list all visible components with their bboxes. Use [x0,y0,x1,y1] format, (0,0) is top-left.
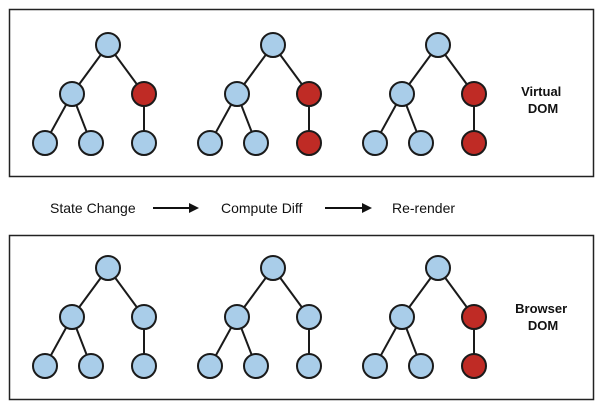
tree-node-left-right-leaf [408,353,434,379]
tree-node-root [95,255,121,281]
tree-node-root [425,32,451,58]
step-re-render: Re-render [392,200,455,216]
tree-node-left-right-leaf [243,353,269,379]
virtual-dom-label: Virtual DOM [521,84,565,116]
virtual-dom-tree-1 [32,32,157,156]
tree-node-left-left-leaf [32,130,58,156]
tree-node-right-child-changed [296,81,322,107]
tree-node-right-leaf [296,353,322,379]
tree-node-left-child [224,81,250,107]
virtual-dom-tree-3 [362,32,487,156]
virtual-dom-label-line-2: DOM [528,101,558,116]
tree-node-right-leaf-changed [461,130,487,156]
tree-node-left-child [389,304,415,330]
tree-node-right-leaf [131,353,157,379]
step-state-change: State Change [50,200,136,216]
browser-dom-tree-3 [362,255,487,379]
virtual-dom-trees [32,32,487,156]
browser-dom-tree-2 [197,255,322,379]
tree-node-left-right-leaf [243,130,269,156]
virtual-dom-panel: Virtual DOM [8,8,595,178]
virtual-dom-tree-2 [197,32,322,156]
browser-dom-panel: Browser DOM [8,234,595,401]
browser-dom-panel-border [8,234,595,401]
tree-node-left-right-leaf [78,130,104,156]
tree-node-right-child-changed [461,81,487,107]
tree-node-root [260,255,286,281]
tree-node-left-right-leaf [78,353,104,379]
tree-node-left-left-leaf [362,130,388,156]
browser-dom-trees [32,255,487,379]
step-flow: State Change Compute Diff Re-render [50,200,455,216]
browser-dom-tree-1 [32,255,157,379]
tree-node-left-right-leaf [408,130,434,156]
browser-dom-label-line-1: Browser [515,301,567,316]
tree-node-left-left-leaf [197,353,223,379]
tree-node-root [95,32,121,58]
tree-node-root [260,32,286,58]
tree-node-right-leaf-changed [296,130,322,156]
tree-node-right-leaf [131,130,157,156]
tree-node-right-child [296,304,322,330]
tree-node-left-child [59,304,85,330]
tree-node-left-left-leaf [362,353,388,379]
browser-dom-label-line-2: DOM [528,318,558,333]
step-compute-diff: Compute Diff [221,200,303,216]
virtual-dom-panel-border [8,8,595,178]
tree-node-right-child-changed [131,81,157,107]
browser-dom-label: Browser DOM [515,301,571,333]
tree-node-right-child-changed [461,304,487,330]
tree-node-right-child [131,304,157,330]
tree-node-root [425,255,451,281]
tree-node-left-child [389,81,415,107]
tree-node-left-left-leaf [197,130,223,156]
tree-node-left-child [59,81,85,107]
tree-node-right-leaf-changed [461,353,487,379]
tree-node-left-child [224,304,250,330]
virtual-dom-label-line-1: Virtual [521,84,561,99]
tree-node-left-left-leaf [32,353,58,379]
